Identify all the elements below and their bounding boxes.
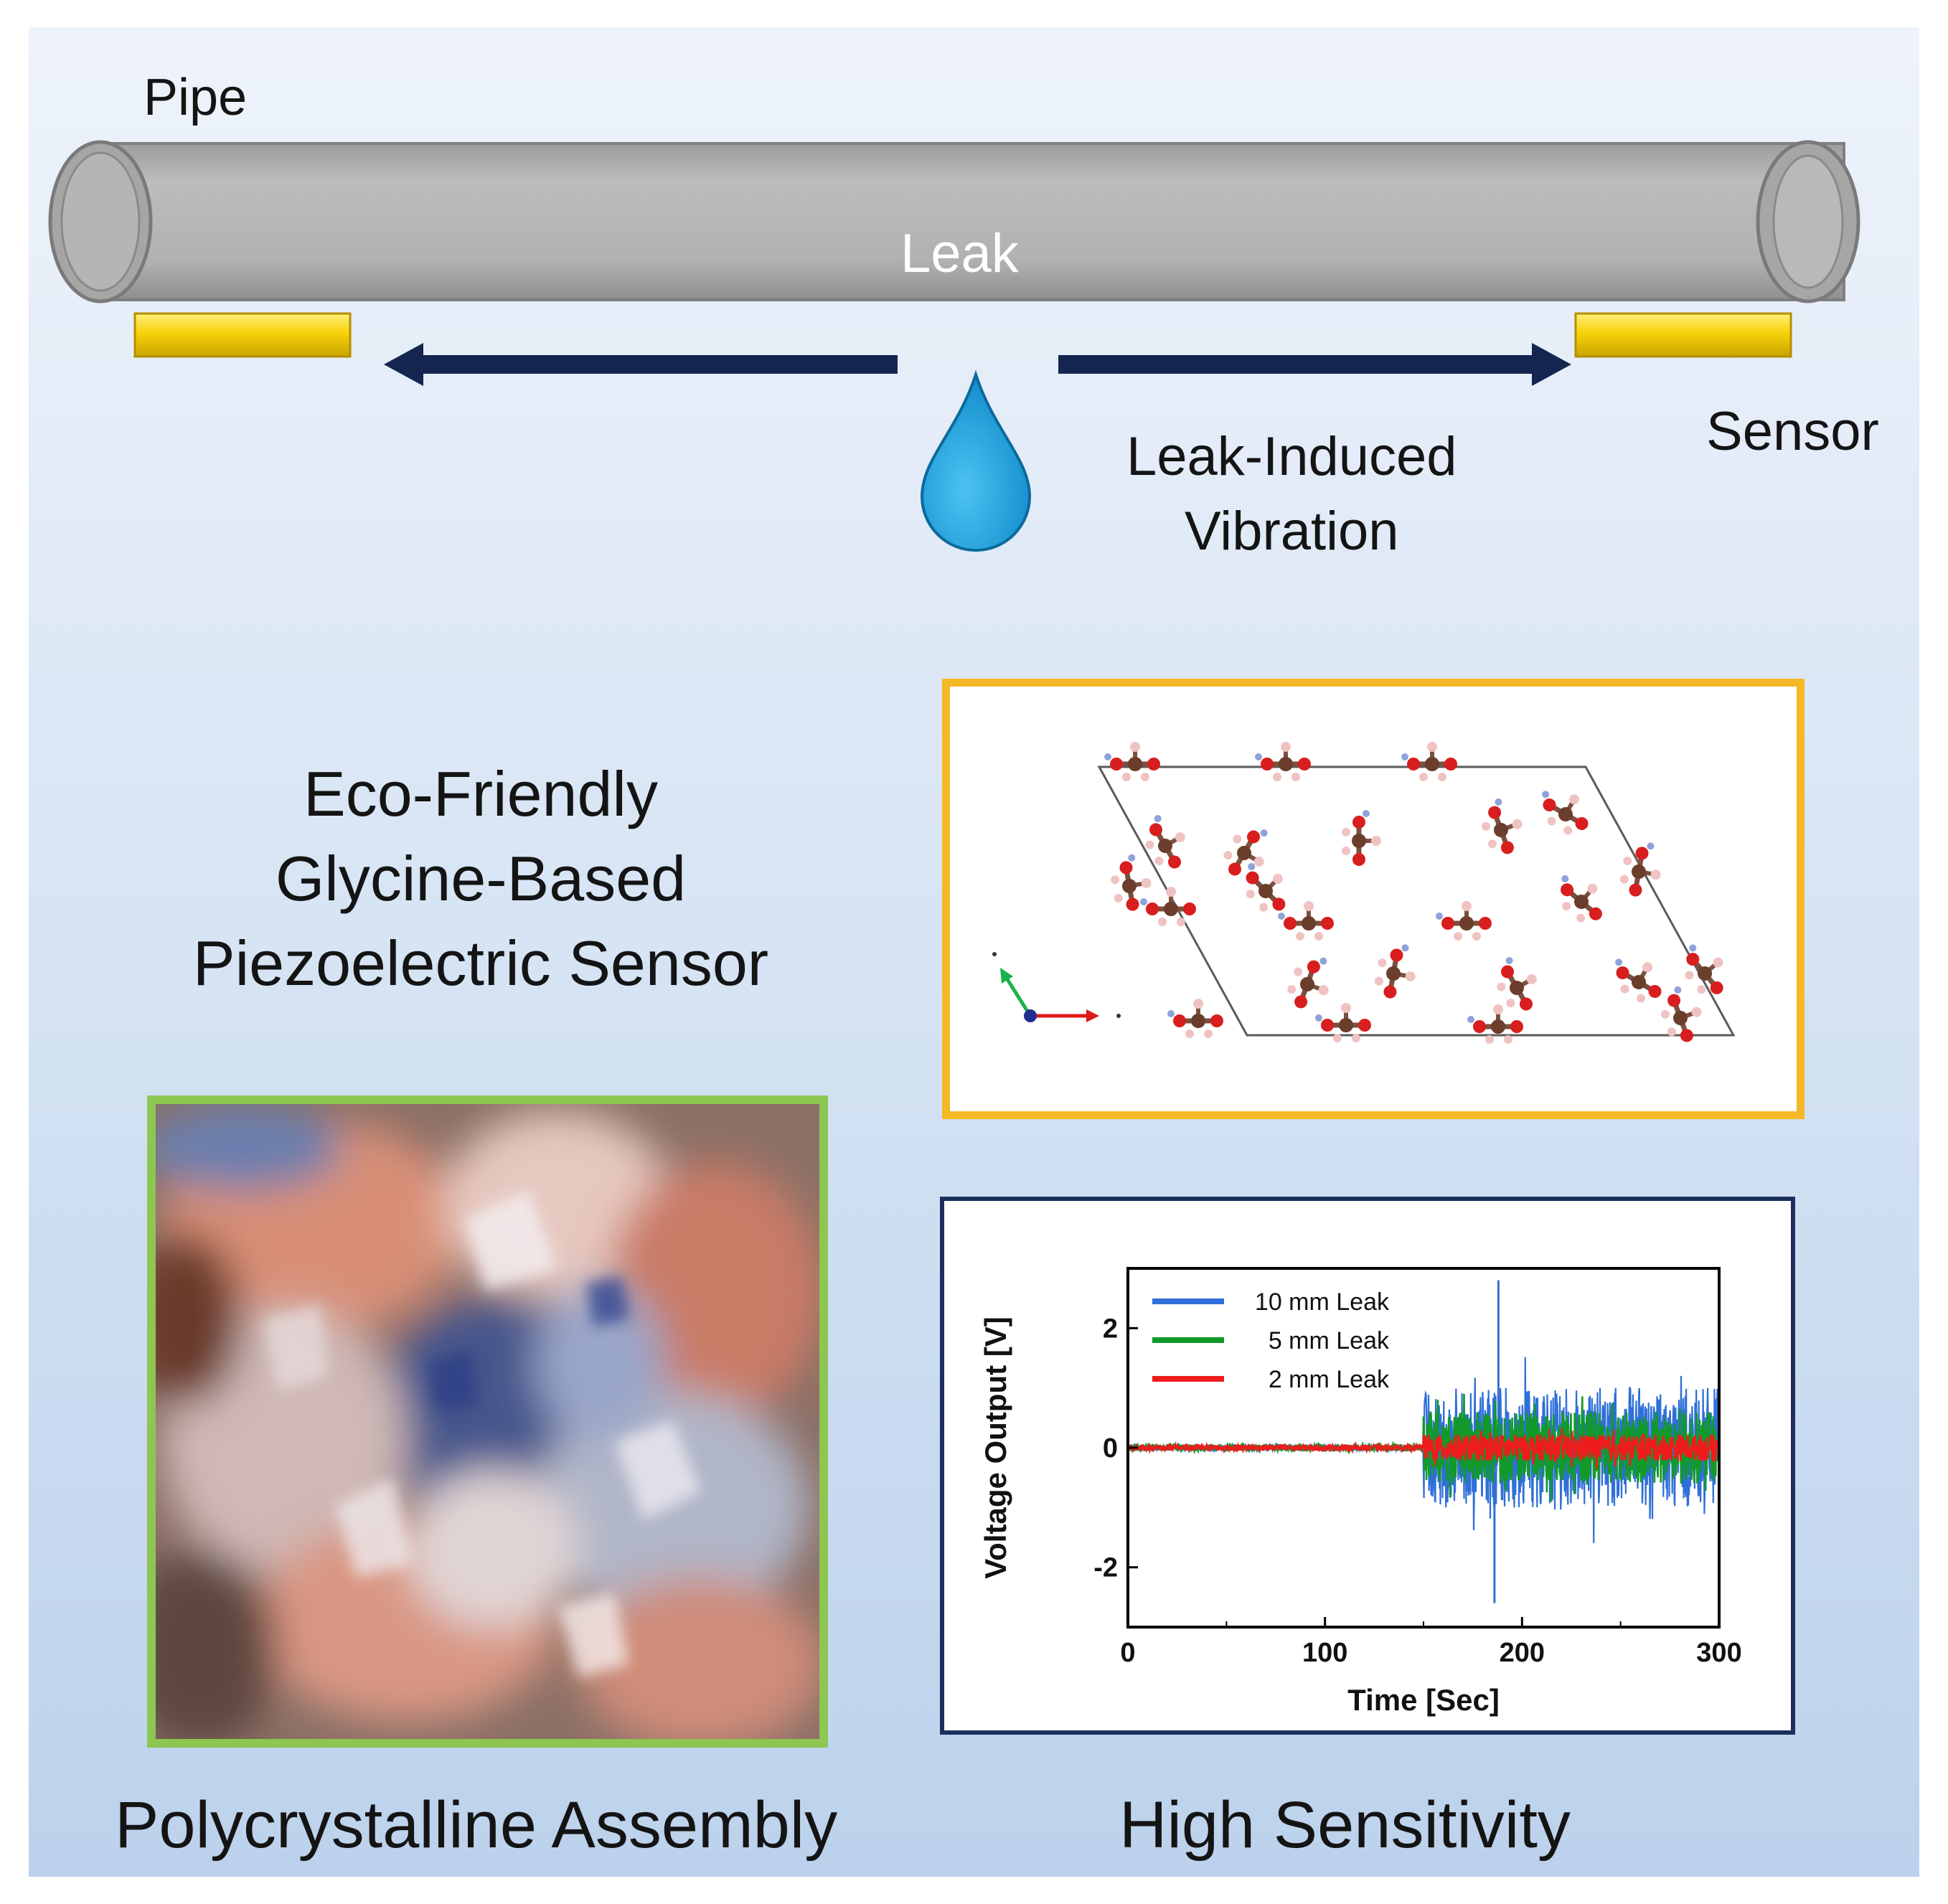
description-line1: Eco-Friendly (304, 758, 658, 829)
legend-label: 2 mm Leak (1269, 1366, 1390, 1393)
sensor-description: Eco-Friendly Glycine-Based Piezoelectric… (115, 752, 847, 1006)
leak-label: Leak (900, 223, 1019, 284)
y-tick-label: 0 (1103, 1433, 1118, 1464)
description-line2: Glycine-Based (275, 843, 687, 914)
y-tick-label: -2 (1093, 1553, 1118, 1583)
glycine-molecule (1145, 815, 1185, 869)
glycine-molecule (1255, 742, 1311, 781)
legend-label: 5 mm Leak (1269, 1327, 1390, 1354)
glycine-molecule (1401, 742, 1457, 781)
description-line3: Piezoelectric Sensor (192, 928, 769, 999)
vibration-label-line2: Vibration (1184, 501, 1399, 562)
glycine-molecule (1342, 810, 1381, 866)
crystal-photo-texture (156, 1104, 819, 1739)
x-tick-label: 200 (1500, 1638, 1545, 1668)
glycine-molecule (1104, 742, 1160, 781)
high-sensitivity-label: High Sensitivity (1119, 1788, 1571, 1862)
water-drop-icon (920, 369, 1032, 552)
pipe (48, 140, 1860, 303)
glycine-molecule (1167, 999, 1223, 1038)
glycine-molecule (1246, 863, 1286, 912)
y-tick-label: 2 (1103, 1314, 1118, 1344)
glycine-molecule (1660, 986, 1702, 1042)
polycrystalline-photo (147, 1095, 828, 1748)
pipe-diagram (48, 140, 1860, 552)
y-axis-label: Voltage Output [V] (979, 1316, 1012, 1579)
axis-indicator (992, 952, 1121, 1022)
x-axis-label: Time [Sec] (1347, 1683, 1500, 1717)
glycine-molecule (1278, 901, 1334, 941)
glycine-molecule (1140, 887, 1196, 926)
glycine-molecule (1223, 829, 1268, 876)
glycine-molecule (1497, 957, 1537, 1011)
glycine-molecule (1685, 944, 1723, 994)
glycine-molecule (1481, 798, 1523, 854)
sensor-pad-left (133, 312, 352, 358)
voltage-output-chart: 0 100 200 300 2 0 -2 10 mm Leak 5 mm Leak 2 mm L… (979, 1267, 1742, 1717)
vibration-arrow-left (384, 343, 898, 386)
x-tick-label: 0 (1120, 1638, 1135, 1668)
glycine-molecule (1561, 875, 1602, 923)
glycine-molecule (1542, 791, 1589, 835)
crystal-structure-panel (942, 679, 1805, 1119)
glycine-molecule (1111, 854, 1152, 911)
glycine-molecule (1467, 1004, 1523, 1044)
pipe-label: Pipe (143, 69, 248, 126)
glycine-molecule (1615, 958, 1662, 1003)
sensor-pad-right (1574, 312, 1792, 358)
x-tick-label: 300 (1696, 1638, 1741, 1668)
vibration-arrow-right (1058, 343, 1571, 386)
legend-label: 10 mm Leak (1255, 1288, 1390, 1316)
glycine-molecule (1436, 901, 1492, 941)
vibration-label-line1: Leak-Induced (1126, 426, 1457, 487)
glycine-crystal-structure (992, 742, 1736, 1044)
glycine-molecule (1619, 842, 1661, 897)
series-line-2-mm-leak (1126, 1428, 1721, 1469)
x-tick-label: 100 (1302, 1638, 1347, 1668)
vibration-label: Leak-Induced Vibration (1126, 420, 1457, 569)
unit-cell-outline (1097, 765, 1736, 1037)
glycine-molecule (1374, 944, 1416, 999)
sensor-label: Sensor (1706, 401, 1879, 462)
glycine-molecule (1287, 957, 1329, 1009)
polycrystalline-label: Polycrystalline Assembly (115, 1788, 838, 1862)
voltage-chart-panel: 0 100 200 300 2 0 -2 10 mm Leak 5 mm Leak 2 mm L… (940, 1197, 1795, 1735)
glycine-molecule (1315, 1003, 1371, 1042)
